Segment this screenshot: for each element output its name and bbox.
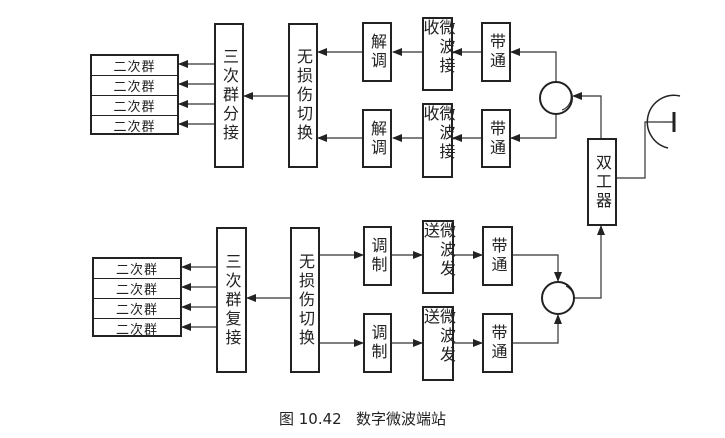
microwave-transmitter-block: 微波发送 [421,220,456,294]
demod-block: 解调 [362,109,392,168]
figure-caption: 图 10.42 数字微波端站 [278,410,446,428]
tx-bandpass-block: 带通 [482,313,513,373]
secondary-group: 二次群 [92,56,177,76]
line-circ-to-bp-top [510,48,557,82]
secondary-group: 二次群 [92,96,177,116]
circulator-icon [541,281,575,315]
rx-hitless-switch-block: 无损伤切换 [288,23,318,168]
tx-hitless-switch-block: 无损伤切换 [290,227,320,373]
secondary-group: 二次群 [92,76,177,96]
tx-bandpass-block: 带通 [482,226,513,286]
rx-bandpass-block: 带通 [481,22,511,82]
microwave-transmitter-block: 微波发送 [421,306,456,381]
tx-secondary-group-stack: 二次群 二次群 二次群 二次群 [92,257,182,338]
tertiary-mux-block: 三次群复接 [216,227,247,373]
rx-secondary-group-stack: 二次群 二次群 二次群 二次群 [90,54,179,135]
line-duplexer-to-circ-rx [572,92,602,138]
secondary-group: 二次群 [94,299,180,319]
line-duplexer-to-antenna [617,121,662,179]
circulator-icon [539,81,573,115]
microwave-receiver-block: 微波接收 [421,103,456,178]
secondary-group: 二次群 [94,279,180,299]
modulator-block: 调制 [363,226,392,286]
modulator-block: 调制 [363,313,392,373]
secondary-group: 二次群 [94,259,180,279]
microwave-receiver-block: 微波接收 [421,17,456,91]
antenna-dish-icon [646,94,681,149]
line-circ-tx-to-duplexer [574,225,605,299]
rx-bandpass-block: 带通 [481,109,511,168]
tertiary-demux-block: 三次群分接 [214,23,244,168]
secondary-group: 二次群 [115,323,158,338]
secondary-group: 二次群 [113,120,156,135]
duplexer-block: 双工器 [587,138,617,226]
line-circ-to-bp-bot [510,114,557,142]
demod-block: 解调 [362,22,392,82]
